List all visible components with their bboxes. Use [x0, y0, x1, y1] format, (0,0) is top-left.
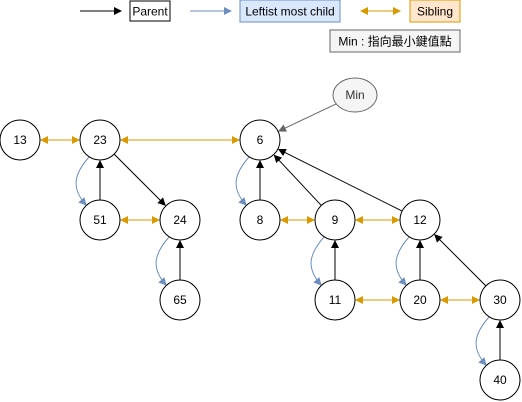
parent-edge-30-to-12 — [434, 234, 487, 287]
node-51-circle — [79, 199, 121, 241]
node-8-label: 8 — [257, 213, 264, 227]
node-9-label: 9 — [332, 213, 339, 227]
node-13-circle — [0, 119, 41, 161]
min-node: Min — [332, 77, 378, 113]
node-12-circle — [399, 199, 441, 241]
node-24: 24 — [159, 199, 201, 241]
node-65-circle — [159, 279, 201, 321]
node-20: 20 — [399, 279, 441, 321]
node-12: 12 — [399, 199, 441, 241]
node-40-circle — [479, 359, 521, 401]
node-30-circle — [479, 279, 521, 321]
node-13-label: 13 — [13, 133, 27, 147]
node-40: 40 — [479, 359, 521, 401]
parent-edge-12-to-6 — [277, 148, 403, 212]
min-node-label: Min — [345, 88, 364, 102]
leftist-edge-12-to-20 — [395, 236, 410, 286]
node-23-circle — [79, 119, 121, 161]
node-11-label: 11 — [329, 293, 342, 307]
leftist-edge-30-to-40 — [475, 316, 490, 366]
node-8-circle — [239, 199, 281, 241]
node-24-label: 24 — [173, 213, 187, 227]
node-20-circle — [399, 279, 441, 321]
node-11-circle — [314, 279, 356, 321]
node-11: 11 — [314, 279, 356, 321]
node-51: 51 — [79, 199, 121, 241]
legend-min-note-box — [329, 29, 461, 53]
node-12-label: 12 — [413, 213, 427, 227]
node-13: 13 — [0, 119, 41, 161]
node-51-label: 51 — [93, 213, 107, 227]
legend: Parent Leftist most child Sibling Min : … — [80, 0, 461, 53]
node-65-label: 65 — [173, 293, 187, 307]
node-30-label: 30 — [493, 293, 507, 307]
legend-parent-box — [129, 0, 171, 22]
node-23-label: 23 — [93, 133, 107, 147]
node-6: 6 — [239, 119, 281, 161]
node-6-circle — [239, 119, 281, 161]
node-30: 30 — [479, 279, 521, 321]
node-20-label: 20 — [413, 293, 427, 307]
node-9: 9 — [314, 199, 356, 241]
leftist-edge-6-to-8 — [235, 156, 250, 206]
parent-edge-23-to-24 — [113, 153, 166, 206]
node-8: 8 — [239, 199, 281, 241]
legend-leftist-box — [239, 0, 341, 23]
legend-leftist-label: Leftist most child — [245, 5, 334, 19]
leftist-edge-23-to-51 — [75, 156, 90, 206]
node-40-label: 40 — [493, 373, 507, 387]
node-9-circle — [314, 199, 356, 241]
legend-sibling-label: Sibling — [417, 5, 453, 19]
legend-parent-label: Parent — [132, 5, 168, 19]
leftist-edge-24-to-65 — [155, 236, 170, 286]
nodes-layer: Min 13 23 51 24 65 6 8 9 12 11 20 30 40 — [0, 77, 521, 401]
legend-sibling-box — [409, 0, 461, 23]
parent-edge-9-to-6 — [273, 154, 322, 206]
leftist-edge-9-to-11 — [310, 236, 325, 286]
node-6-label: 6 — [257, 133, 264, 147]
edges-layer — [40, 102, 504, 366]
node-24-circle — [159, 199, 201, 241]
node-65: 65 — [159, 279, 201, 321]
min-node-ellipse — [332, 77, 378, 113]
min-pointer-edge — [278, 102, 339, 132]
legend-min-note: Min : 指向最小鍵值點 — [338, 34, 451, 49]
node-23: 23 — [79, 119, 121, 161]
